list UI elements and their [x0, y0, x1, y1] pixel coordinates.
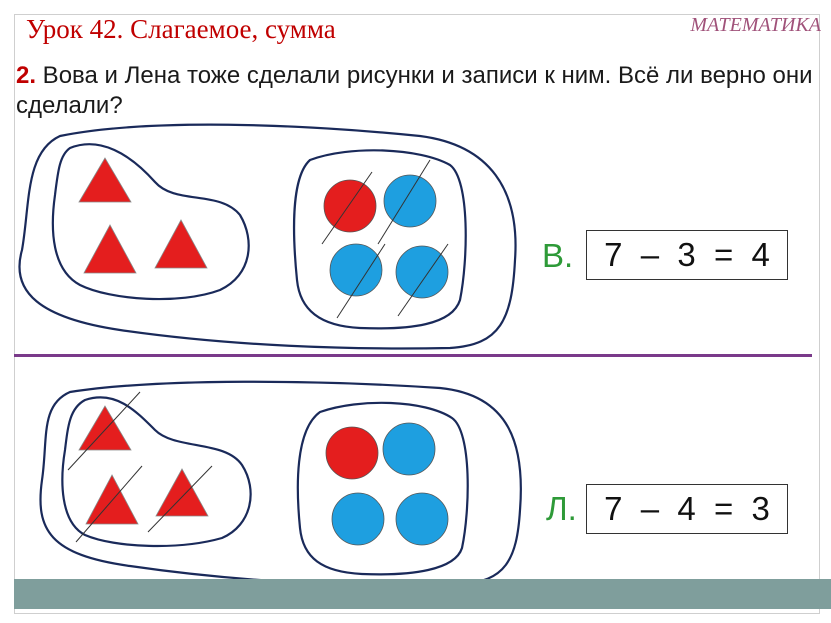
red-circle — [326, 427, 378, 479]
lena-circles — [326, 423, 448, 545]
equation-box-lena: 7 – 4 = 3 — [586, 484, 788, 534]
vova-outer-loop — [19, 125, 515, 349]
blue-circle — [384, 175, 436, 227]
lena-triangles — [79, 406, 208, 524]
triangle — [84, 225, 136, 273]
divider-line — [14, 354, 812, 357]
blue-circle — [396, 493, 448, 545]
vova-circle-set-outline — [294, 150, 466, 328]
triangle — [79, 158, 131, 202]
blue-circle — [332, 493, 384, 545]
eq-operator: – — [641, 236, 659, 274]
triangle — [79, 406, 131, 450]
eq-operand: 3 — [677, 236, 695, 274]
vova-triangles — [79, 158, 207, 273]
row-label-lena: Л. — [546, 490, 577, 528]
triangle — [155, 220, 207, 268]
bottom-bar — [14, 579, 831, 609]
red-circle — [324, 180, 376, 232]
triangle — [156, 469, 208, 516]
vova-triangle-set-outline — [53, 144, 249, 299]
eq-equals: = — [714, 236, 733, 274]
lena-circle-set-outline — [298, 403, 468, 575]
eq-operand: 7 — [604, 490, 622, 528]
blue-circle — [383, 423, 435, 475]
vova-circles — [324, 175, 448, 298]
equation-box-vova: 7 – 3 = 4 — [586, 230, 788, 280]
eq-result: 4 — [751, 236, 769, 274]
eq-equals: = — [714, 490, 733, 528]
eq-operand: 4 — [677, 490, 695, 528]
eq-operand: 7 — [604, 236, 622, 274]
triangle — [86, 475, 138, 524]
blue-circle — [396, 246, 448, 298]
eq-result: 3 — [751, 490, 769, 528]
eq-operator: – — [641, 490, 659, 528]
strike-line — [76, 466, 142, 542]
row-label-vova: В. — [542, 237, 573, 275]
vova-drawing — [19, 125, 515, 349]
